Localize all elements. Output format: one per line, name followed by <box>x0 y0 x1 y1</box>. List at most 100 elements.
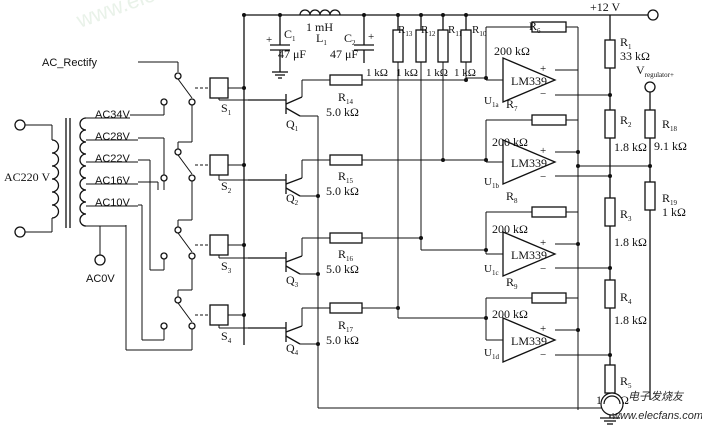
q4-ref: Q4 <box>286 341 299 357</box>
r7-ref: R7 <box>506 97 518 113</box>
r18-resistor <box>644 109 656 139</box>
r12-value: 1 kΩ <box>396 67 418 79</box>
r4-value: 1.8 kΩ <box>614 313 647 327</box>
transistor-q1 <box>248 94 303 117</box>
transistor-q3 <box>248 252 303 275</box>
r9-ref: R9 <box>506 275 518 291</box>
q2-ref: Q2 <box>286 191 299 207</box>
r13-value: 1 kΩ <box>366 67 388 79</box>
r3-resistor <box>604 197 616 227</box>
r15-value: 5.0 kΩ <box>326 184 359 198</box>
s2-ref: S2 <box>221 179 232 195</box>
r15-resistor <box>329 154 363 166</box>
r14-resistor <box>329 74 363 86</box>
svg-text:−: − <box>540 171 546 183</box>
u1c-chip: LM339 <box>511 248 547 262</box>
r11-value: 1 kΩ <box>426 67 448 79</box>
r6-value: 200 kΩ <box>494 44 530 58</box>
r5-ref: R5 <box>620 374 632 390</box>
q3-ref: Q3 <box>286 273 299 289</box>
svg-text:+: + <box>540 63 546 75</box>
vregulator-label: Vregulator+ <box>636 63 674 79</box>
background-watermark-text: www.elecfans.com <box>72 0 253 33</box>
pullup-resistors <box>392 13 472 63</box>
r5-resistor <box>604 364 616 394</box>
r16-value: 5.0 kΩ <box>326 262 359 276</box>
r15-ref: R15 <box>338 169 354 185</box>
r19-ref: R19 <box>662 191 678 207</box>
svg-text:+: + <box>540 323 546 335</box>
r12-ref: R12 <box>421 24 436 38</box>
u1d-ref: U1d <box>484 347 499 361</box>
primary-label: AC220 V <box>4 170 50 184</box>
c1-ref: C1 <box>284 27 296 43</box>
r19-resistor <box>644 181 656 211</box>
tap-10v: AC10V <box>95 197 131 209</box>
r17-value: 5.0 kΩ <box>326 333 359 347</box>
svg-text:+: + <box>540 237 546 249</box>
c2-polarity: + <box>368 31 374 43</box>
relay-s2 <box>195 154 248 181</box>
s3-ref: S3 <box>221 259 232 275</box>
comparator-u1d: LM339 + − <box>502 317 557 363</box>
r10-ref: R10 <box>472 24 487 38</box>
vregulator-terminal <box>644 81 656 93</box>
l1-value: 1 mH <box>306 20 333 34</box>
tap-34v: AC34V <box>95 109 131 121</box>
s1-ref: S1 <box>221 101 232 117</box>
r8-resistor <box>531 206 567 218</box>
r7-resistor <box>531 114 567 126</box>
u1d-chip: LM339 <box>511 334 547 348</box>
watermark-logo: 电子发烧友 www.elecfans.com <box>600 390 702 422</box>
relay-s3 <box>195 234 248 259</box>
comparator-u1b: LM339 + − <box>502 139 557 185</box>
transformer <box>14 117 138 266</box>
r10-value: 1 kΩ <box>454 67 476 79</box>
r9-value: 200 kΩ <box>492 307 528 321</box>
l1-ref: L1 <box>316 31 327 47</box>
r18-value: 9.1 kΩ <box>654 139 687 153</box>
transistor-q4 <box>248 322 303 345</box>
u1a-chip: LM339 <box>511 74 547 88</box>
ground-tap-label: AC0V <box>86 273 115 285</box>
relay-contacts <box>138 61 196 330</box>
r3-value: 1.8 kΩ <box>614 235 647 249</box>
r2-ref: R2 <box>620 113 632 129</box>
comparator-wiring <box>398 26 650 410</box>
q1-ref: Q1 <box>286 117 299 133</box>
comparator-u1c: LM339 + − <box>502 231 557 277</box>
tap-wiring <box>125 105 193 351</box>
r1-ref: R1 <box>620 35 632 51</box>
r7-value: 200 kΩ <box>492 135 528 149</box>
relay-s4 <box>195 304 248 329</box>
base-resistor-wiring <box>301 78 468 326</box>
watermark-url: www.elecfans.com <box>612 410 702 422</box>
watermark-logo-text: 电子发烧友 <box>628 390 685 403</box>
svg-text:−: − <box>540 263 546 275</box>
r4-resistor <box>604 279 616 309</box>
comparator-u1a: LM339 + − <box>502 57 557 103</box>
r14-ref: R14 <box>338 90 354 106</box>
r8-ref: R8 <box>506 189 518 205</box>
r9-resistor <box>531 292 567 304</box>
r11-ref: R11 <box>448 24 463 38</box>
u1b-chip: LM339 <box>511 156 547 170</box>
supply-terminal <box>647 9 659 21</box>
tap-22v: AC22V <box>95 153 131 165</box>
relay-s1 <box>195 77 248 101</box>
u1c-ref: U1c <box>484 263 499 277</box>
u1a-ref: U1a <box>484 95 499 109</box>
s4-ref: S4 <box>221 329 232 345</box>
r4-ref: R4 <box>620 290 632 306</box>
svg-text:−: − <box>540 349 546 361</box>
r18-ref: R18 <box>662 117 678 133</box>
r6-ref: R6 <box>529 19 541 35</box>
r2-resistor <box>604 109 616 139</box>
r2-value: 1.8 kΩ <box>614 140 647 154</box>
transistor-q2 <box>248 174 303 197</box>
svg-text:−: − <box>540 88 546 100</box>
u1b-ref: U1b <box>484 176 499 190</box>
c2-ref: C2 <box>344 31 356 47</box>
r3-ref: R3 <box>620 207 632 223</box>
